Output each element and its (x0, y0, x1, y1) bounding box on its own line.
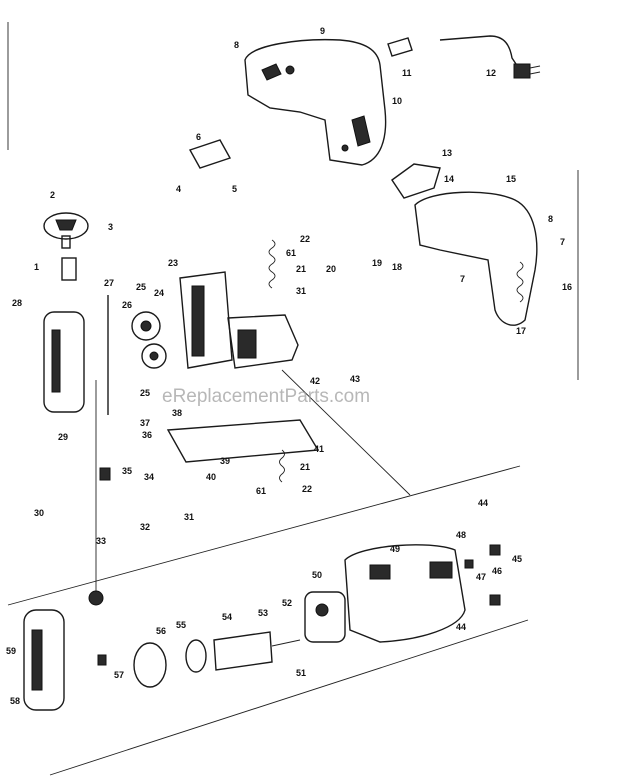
assembly-guide-line (281, 369, 411, 496)
part-number-28: 28 (12, 298, 22, 308)
main-body (227, 314, 299, 369)
part-number-3: 3 (108, 222, 113, 232)
part-number-54: 54 (222, 612, 232, 622)
part-number-40: 40 (206, 472, 216, 482)
part-number-8b: 8 (548, 214, 553, 224)
part-number-61a: 61 (286, 248, 296, 258)
part-number-13: 13 (442, 148, 452, 158)
handle-spring (516, 261, 524, 303)
part-number-53: 53 (258, 608, 268, 618)
part-number-22a: 22 (300, 234, 310, 244)
part-number-36: 36 (142, 430, 152, 440)
part-number-49: 49 (390, 544, 400, 554)
part-number-18: 18 (392, 262, 402, 272)
part-number-33: 33 (96, 536, 106, 546)
part-number-26: 26 (122, 300, 132, 310)
part-number-20: 20 (326, 264, 336, 274)
switch (391, 163, 441, 199)
part-number-48: 48 (456, 530, 466, 540)
armature (133, 631, 301, 688)
part-number-30: 30 (34, 508, 44, 518)
part-number-12: 12 (486, 68, 496, 78)
part-number-35: 35 (122, 466, 132, 476)
part-number-23: 23 (168, 258, 178, 268)
part-number-16: 16 (562, 282, 572, 292)
lower-side-plate (23, 609, 65, 711)
part-number-27: 27 (104, 278, 114, 288)
gear-housing (179, 271, 233, 369)
part-number-32: 32 (140, 522, 150, 532)
part-number-7b: 7 (460, 274, 465, 284)
part-number-9: 9 (320, 26, 325, 36)
part-number-22b: 22 (302, 484, 312, 494)
part-number-29: 29 (58, 432, 68, 442)
part-number-46: 46 (492, 566, 502, 576)
part-number-38: 38 (172, 408, 182, 418)
part-number-7a: 7 (560, 237, 565, 247)
base-plate (166, 419, 320, 463)
motor-housing (344, 544, 466, 643)
part-number-61b: 61 (256, 486, 266, 496)
spindle (61, 257, 77, 281)
part-number-14: 14 (444, 174, 454, 184)
watermark: eReplacementParts.com (162, 386, 370, 407)
part-number-59: 59 (6, 646, 16, 656)
bracket (188, 139, 232, 169)
gears (131, 311, 167, 369)
part-number-34: 34 (144, 472, 154, 482)
part-number-25b: 25 (140, 388, 150, 398)
part-number-17: 17 (516, 326, 526, 336)
part-number-42: 42 (310, 376, 320, 386)
strain-relief (387, 37, 413, 57)
part-number-1: 1 (34, 262, 39, 272)
part-number-25a: 25 (136, 282, 146, 292)
part-number-50: 50 (312, 570, 322, 580)
part-number-51: 51 (296, 668, 306, 678)
part-number-11: 11 (402, 68, 412, 78)
part-number-55: 55 (176, 620, 186, 630)
section-divider-upper (7, 465, 521, 606)
hardware-parts (88, 467, 501, 666)
part-number-41: 41 (314, 444, 324, 454)
part-number-31b: 31 (184, 512, 194, 522)
part-number-58: 58 (10, 696, 20, 706)
part-number-5: 5 (232, 184, 237, 194)
section-divider-lower (49, 619, 529, 776)
part-number-8a: 8 (234, 40, 239, 50)
part-number-39: 39 (220, 456, 230, 466)
part-number-44a: 44 (478, 498, 488, 508)
side-plate (43, 311, 85, 413)
handle (414, 191, 538, 326)
part-number-31a: 31 (296, 286, 306, 296)
part-number-6: 6 (196, 132, 201, 142)
part-number-56: 56 (156, 626, 166, 636)
part-number-45: 45 (512, 554, 522, 564)
part-number-57: 57 (114, 670, 124, 680)
spring-lower (279, 449, 285, 483)
housing-top (244, 38, 387, 166)
part-number-10: 10 (392, 96, 402, 106)
power-cord (439, 35, 541, 79)
part-number-2: 2 (50, 190, 55, 200)
brush-holder (304, 591, 346, 643)
part-number-15: 15 (506, 174, 516, 184)
part-number-52: 52 (282, 598, 292, 608)
knob (43, 212, 89, 249)
part-number-24: 24 (154, 288, 164, 298)
part-number-44b: 44 (456, 622, 466, 632)
spring-upper (268, 239, 276, 289)
part-number-43: 43 (350, 374, 360, 384)
part-number-47: 47 (476, 572, 486, 582)
part-number-21b: 21 (300, 462, 310, 472)
part-number-37: 37 (140, 418, 150, 428)
part-number-4: 4 (176, 184, 181, 194)
part-number-21a: 21 (296, 264, 306, 274)
part-number-19: 19 (372, 258, 382, 268)
